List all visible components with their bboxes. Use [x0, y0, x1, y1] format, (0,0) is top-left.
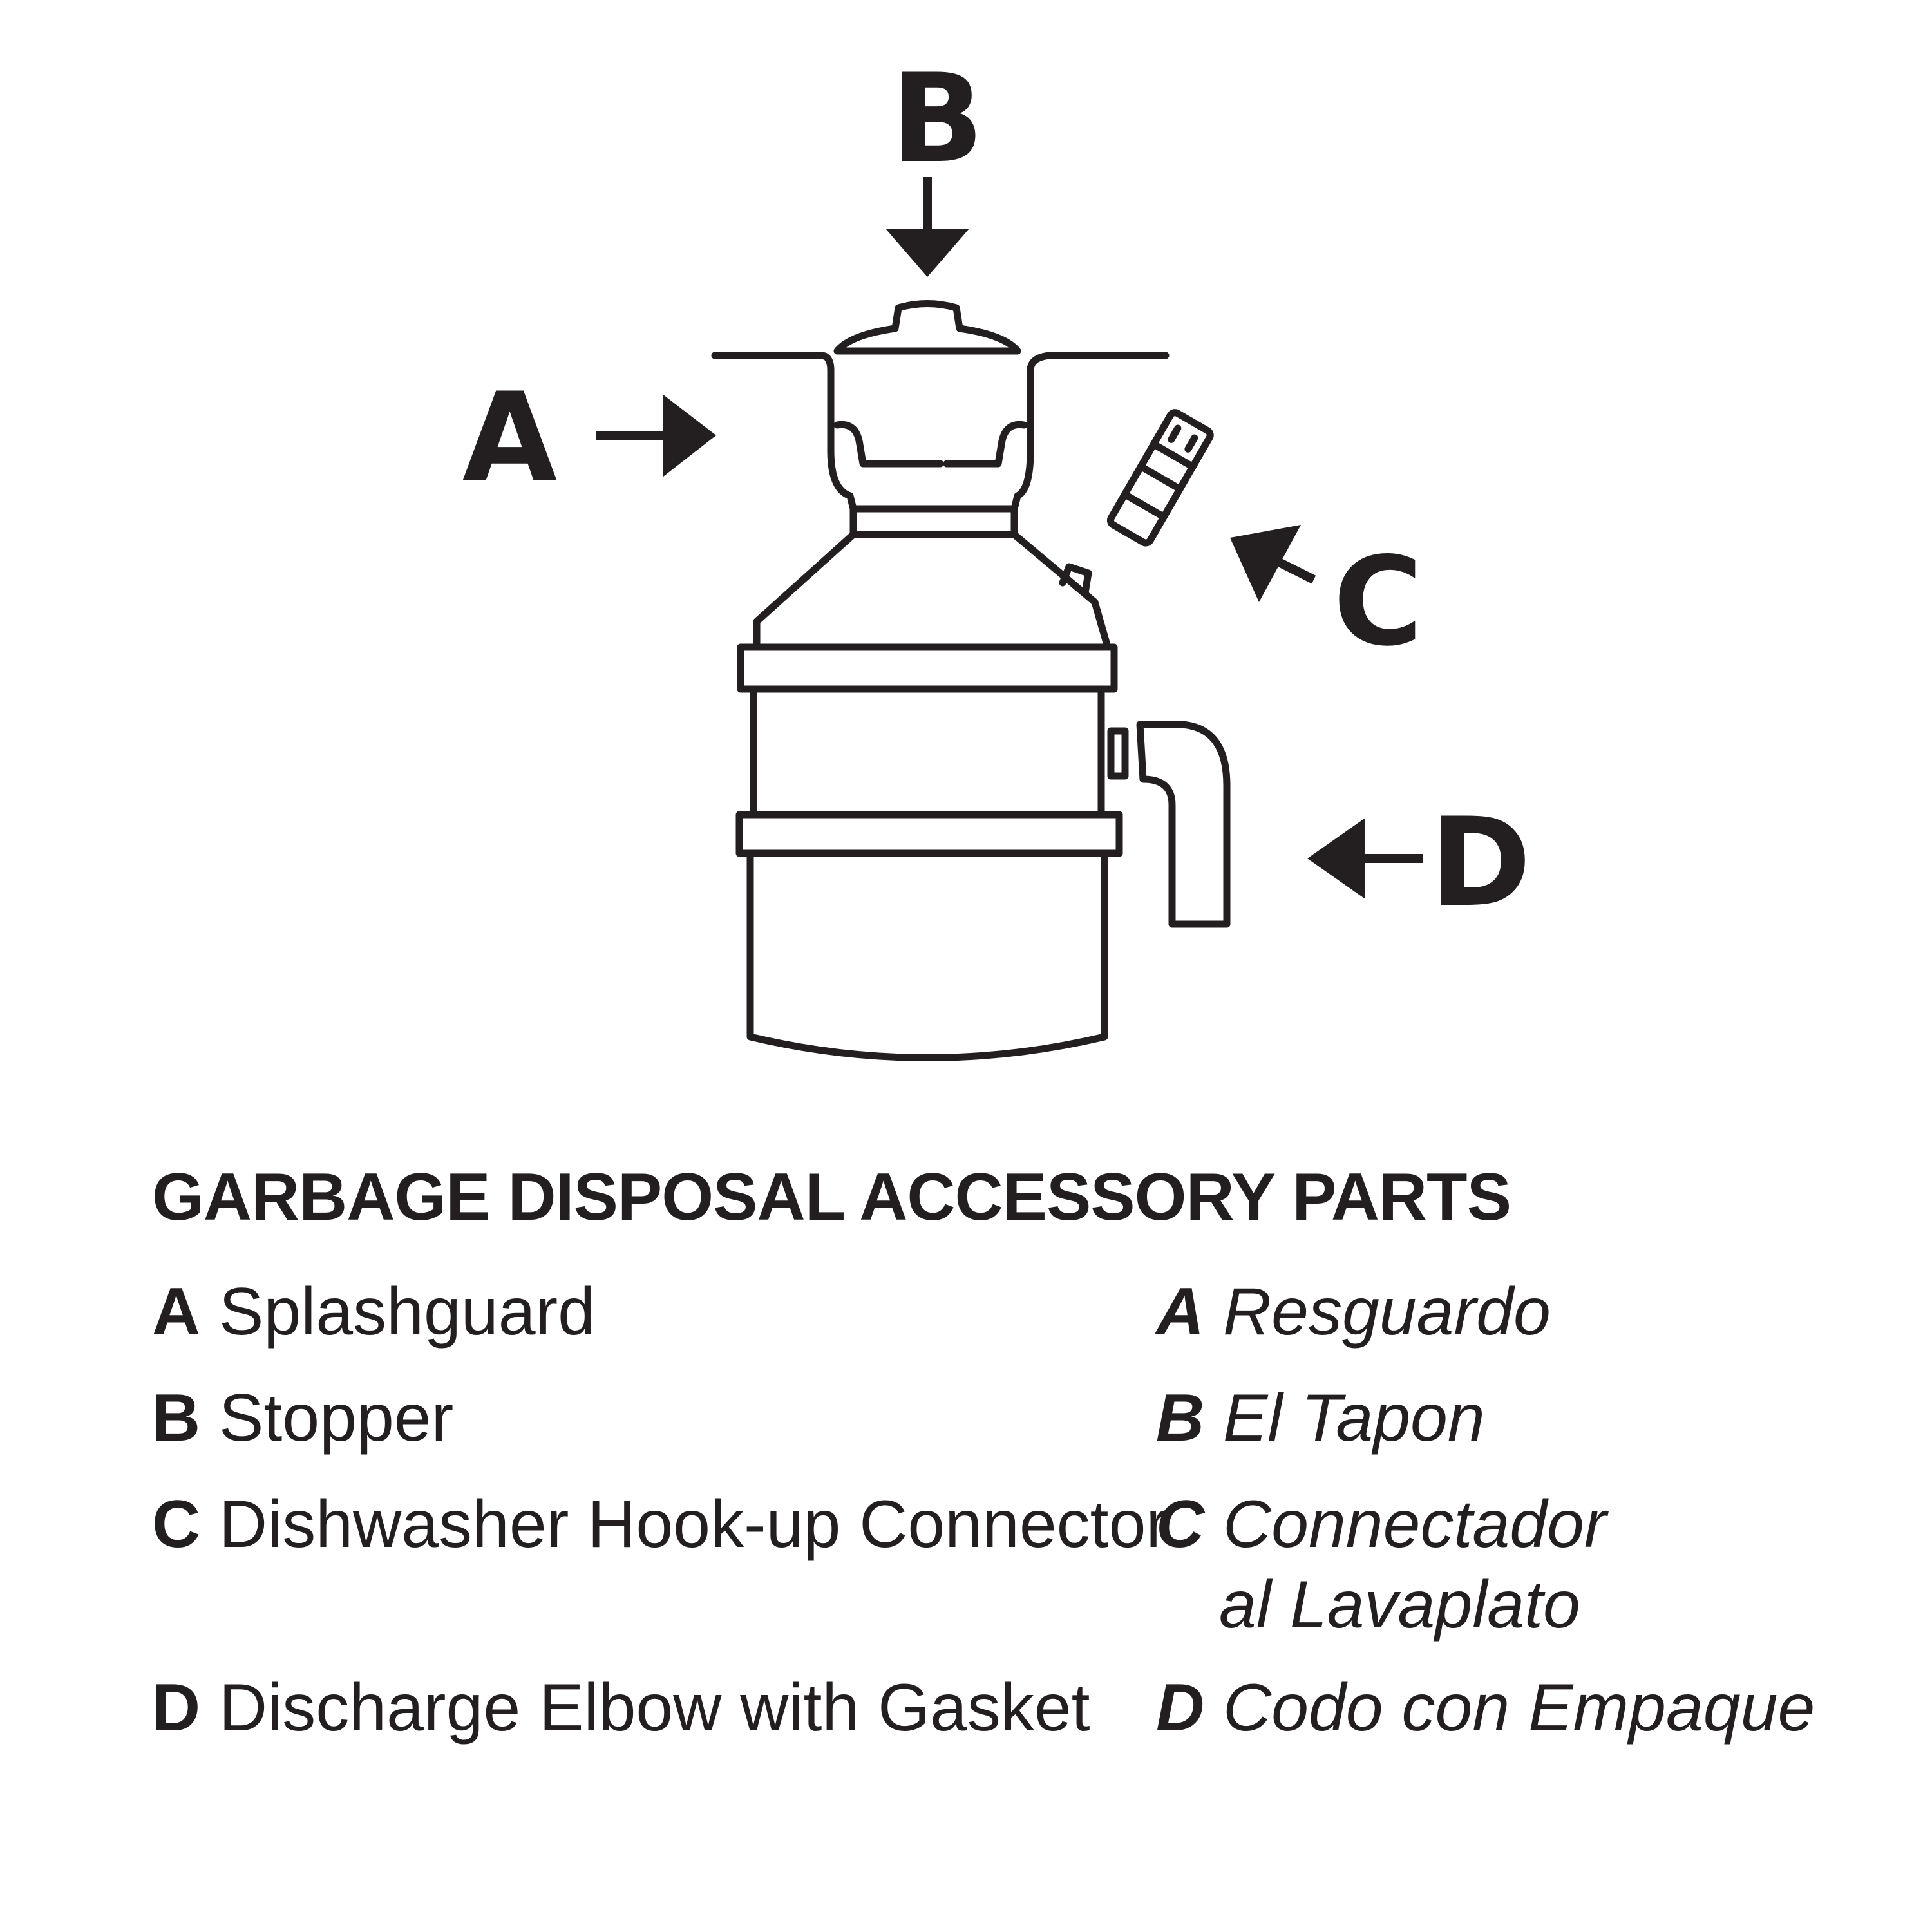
legend-text: Stopper	[219, 1381, 454, 1455]
legend-letter: B	[1156, 1381, 1205, 1455]
legend-letter: C	[152, 1487, 201, 1562]
legend-item-es-d: D Codo con Empaque	[1156, 1674, 1815, 1741]
disposal-illustration	[596, 177, 1423, 1061]
mount-collar	[849, 505, 1018, 538]
legend-letter: C	[1156, 1487, 1205, 1562]
discharge-port	[1107, 727, 1129, 780]
legend-item-es-a: A Resguardo	[1156, 1278, 1551, 1345]
stopper-shape	[833, 300, 1021, 355]
legend-letter: A	[152, 1274, 201, 1349]
legend-item-es-b: B El Tapon	[1156, 1385, 1485, 1452]
legend-item-es-c-line2: al Lavaplato	[1219, 1571, 1580, 1638]
legend-letter: D	[152, 1671, 201, 1745]
callout-d: D	[1430, 791, 1531, 934]
callout-a: A	[462, 366, 558, 509]
legend-item-en-b: B Stopper	[152, 1385, 453, 1452]
legend-item-en-c: C Dishwasher Hook-up Connector	[152, 1491, 1168, 1558]
arrow-c-head	[1230, 525, 1301, 602]
arrow-b-head	[886, 229, 969, 277]
legend-item-es-c: C Connectador	[1156, 1491, 1607, 1558]
legend-letter: D	[1156, 1671, 1205, 1745]
legend-letter: A	[1156, 1274, 1205, 1349]
legend-title: GARBAGE DISPOSAL ACCESSORY PARTS	[152, 1160, 1511, 1235]
dishwasher-inlet	[1059, 563, 1092, 596]
legend-text: Splashguard	[219, 1274, 595, 1349]
legend-text: Resguardo	[1223, 1274, 1551, 1349]
splashguard-lines	[833, 421, 1028, 468]
legend-text: El Tapon	[1223, 1381, 1485, 1455]
main-body	[750, 685, 1105, 819]
legend-item-en-d: D Discharge Elbow with Gasket	[152, 1674, 1090, 1741]
legend-text: Connectador	[1223, 1487, 1607, 1562]
discharge-elbow	[1136, 721, 1231, 928]
legend-item-en-a: A Splashguard	[152, 1278, 595, 1345]
arrow-d-head	[1307, 818, 1365, 899]
disposal-diagram: B A C D	[462, 48, 1531, 1061]
legend-text: Discharge Elbow with Gasket	[219, 1671, 1090, 1745]
bottom-body	[746, 849, 1108, 1061]
legend-letter: B	[152, 1381, 201, 1455]
arrow-a-head	[663, 395, 716, 477]
legend-text: al Lavaplato	[1219, 1567, 1580, 1642]
upper-band	[737, 643, 1118, 693]
legend-text: Dishwasher Hook-up Connector	[219, 1487, 1169, 1562]
callout-b: B	[891, 48, 984, 190]
lower-band	[735, 811, 1123, 857]
callout-c: C	[1333, 531, 1423, 673]
upper-housing	[753, 531, 1112, 651]
legend-text: Codo con Empaque	[1223, 1671, 1815, 1745]
dishwasher-connector	[1106, 409, 1214, 547]
